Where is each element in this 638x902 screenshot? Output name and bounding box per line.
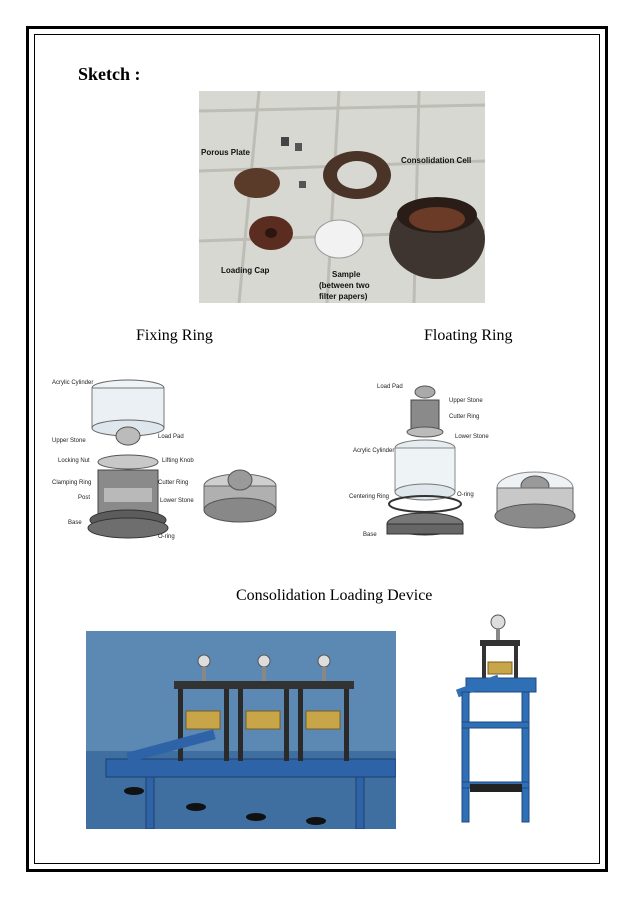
label-sample-2: (between two	[319, 281, 370, 290]
label-porous-plate: Porous Plate	[201, 148, 250, 157]
label-consolidation-cell: Consolidation Cell	[401, 156, 471, 165]
floating-ring-diagram: Load Pad Upper Stone Cutter Ring Lower S…	[345, 378, 585, 553]
fl-base: Base	[363, 532, 377, 538]
fr-o-ring: O-ring	[158, 534, 175, 540]
fr-acrylic-cylinder: Acrylic Cylinder	[52, 380, 93, 386]
sketch-heading: Sketch :	[78, 64, 141, 84]
caption-floating-ring: Floating Ring	[424, 327, 513, 344]
fr-load-pad: Load Pad	[158, 434, 184, 440]
fr-base: Base	[68, 520, 82, 526]
page-border-outer	[26, 26, 608, 872]
fr-post: Post	[78, 495, 90, 501]
page-border-inner	[34, 34, 600, 864]
fl-lower-stone: Lower Stone	[455, 434, 489, 440]
loading-device-bench-photo	[86, 631, 396, 829]
fr-lifting-knob: Lifting Knob	[162, 458, 194, 464]
fr-upper-stone: Upper Stone	[52, 438, 86, 444]
fl-load-pad: Load Pad	[377, 384, 403, 390]
fl-cutter-ring: Cutter Ring	[449, 414, 479, 420]
loading-device-stand-photo	[426, 612, 546, 827]
caption-loading-device: Consolidation Loading Device	[236, 587, 433, 604]
fr-clamping-ring: Clamping Ring	[52, 480, 91, 486]
apparatus-parts-photo: Porous Plate Consolidation Cell Loading …	[199, 91, 485, 303]
caption-fixing-ring: Fixing Ring	[136, 327, 213, 344]
fl-upper-stone: Upper Stone	[449, 398, 483, 404]
fr-cutter-ring: Cutter Ring	[158, 480, 188, 486]
label-sample-3: filter papers)	[319, 292, 368, 301]
label-loading-cap: Loading Cap	[221, 266, 270, 275]
fl-o-ring: O-ring	[457, 492, 474, 498]
fr-lower-stone: Lower Stone	[160, 498, 194, 504]
label-sample-1: Sample	[332, 270, 361, 279]
fl-centering-ring: Centering Ring	[349, 494, 389, 500]
fixing-ring-diagram: Acrylic Cylinder Upper Stone Load Pad Lo…	[50, 370, 290, 550]
fr-locking-nut: Locking Nut	[58, 458, 90, 464]
sample	[314, 219, 364, 259]
porous-plate	[234, 168, 280, 198]
fl-acrylic-cylinder: Acrylic Cylinder	[353, 448, 394, 454]
